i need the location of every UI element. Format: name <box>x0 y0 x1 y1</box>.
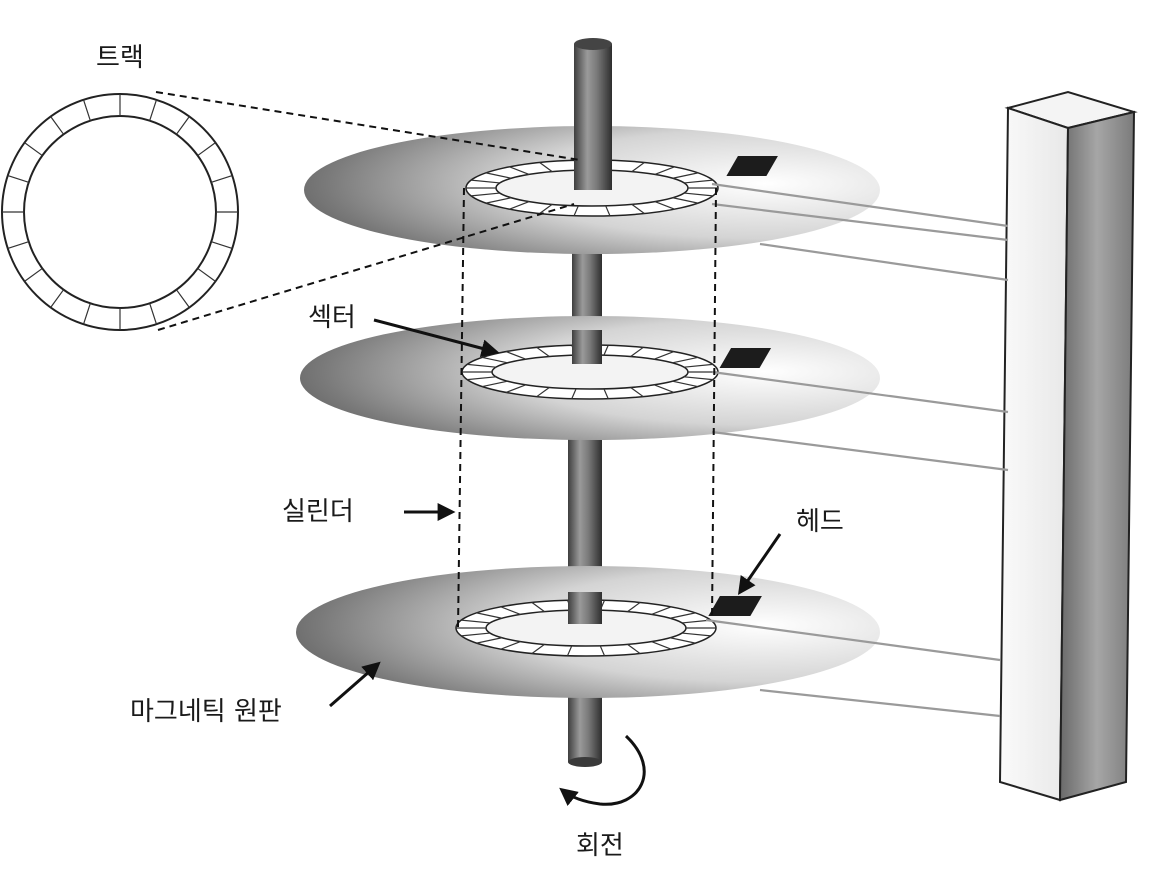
track-projection-lines <box>155 91 581 331</box>
rotation-arrow-icon <box>559 734 646 807</box>
head-arms <box>705 182 1009 718</box>
cylinder-outline <box>457 187 717 629</box>
spindle-hub-bottom <box>568 592 602 624</box>
track-label: 트랙 <box>96 43 144 73</box>
platter-middle <box>300 316 880 440</box>
sector-label: 섹터 <box>308 303 356 333</box>
cylinder-label: 실린더 <box>282 497 354 527</box>
head-arrow-icon <box>737 533 782 595</box>
head-middle <box>719 348 772 368</box>
platter-arrow-icon <box>329 661 381 708</box>
platter-label: 마그네틱 원판 <box>130 697 282 727</box>
head-top <box>726 156 778 176</box>
track-ring <box>1 93 239 331</box>
spindle-top <box>574 38 612 190</box>
head-bottom <box>708 596 762 616</box>
actuator-pillar <box>998 90 1138 802</box>
sector-arrow-icon <box>373 318 500 358</box>
spindle-hub-middle <box>572 330 602 364</box>
rotation-label: 회전 <box>576 831 624 861</box>
head-label: 헤드 <box>796 507 844 537</box>
